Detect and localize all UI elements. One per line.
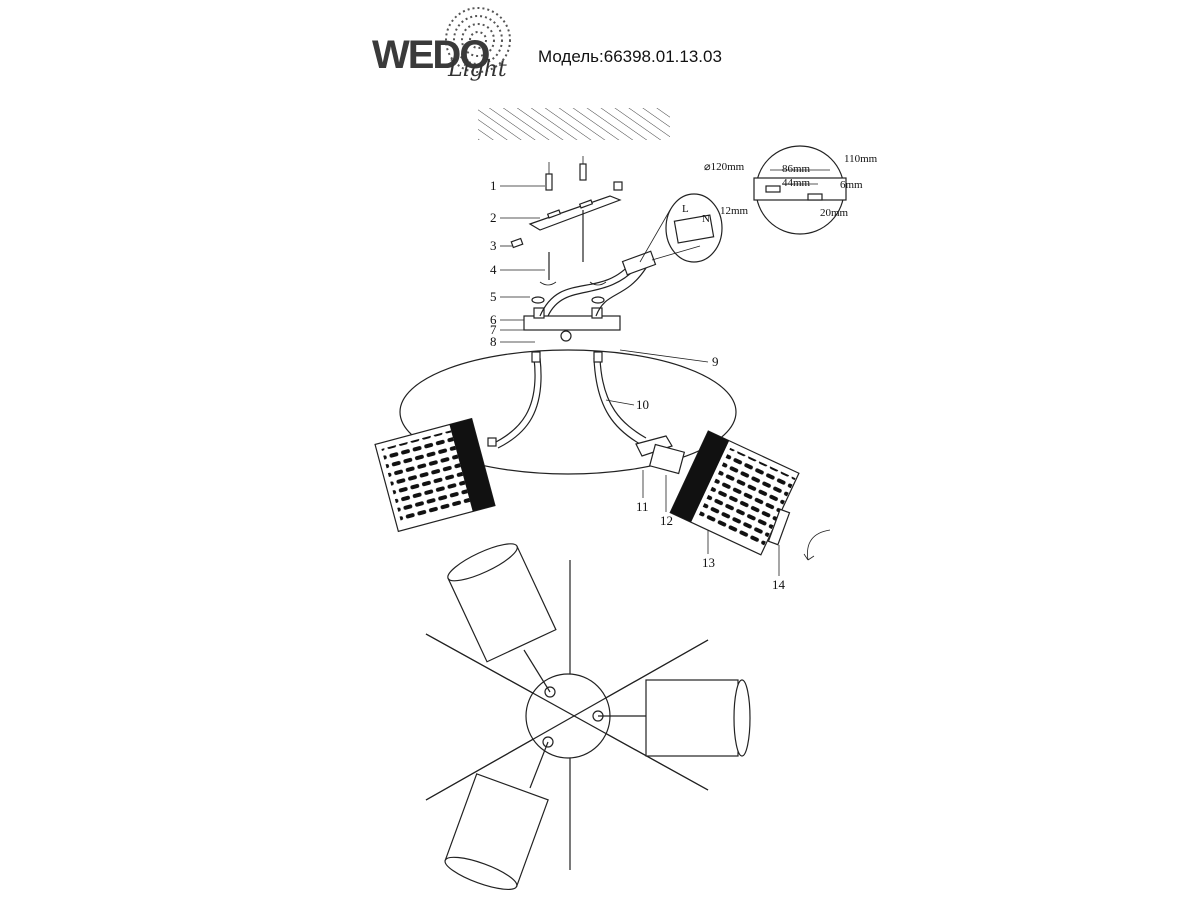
terminal-l-label: L	[682, 203, 689, 215]
model-number: Модель:66398.01.13.03	[538, 47, 722, 66]
dimension-detail: ⌀120mm 86mm 110mm 44mm 6mm 12mm 20mm	[704, 145, 878, 235]
callout-1: 1	[490, 178, 497, 193]
callout-8: 8	[490, 334, 497, 349]
dim-110: 110mm	[844, 153, 878, 165]
dim-44: 44mm	[782, 177, 811, 189]
mounting-hardware	[510, 156, 701, 342]
terminal-detail: L N	[665, 193, 723, 263]
fixture-top-view	[425, 543, 751, 890]
dim-20: 20mm	[820, 207, 849, 219]
callout-10: 10	[636, 397, 649, 412]
bulb-icon	[767, 508, 791, 546]
callout-7: 7	[490, 322, 497, 337]
dim-6: 6mm	[840, 179, 863, 191]
callout-11: 11	[636, 499, 649, 514]
logo-main-text: WEDO	[372, 33, 489, 77]
callout-13: 13	[702, 555, 715, 570]
callout-4: 4	[490, 262, 497, 277]
callout-12: 12	[660, 513, 673, 528]
callout-14: 14	[772, 577, 786, 592]
callout-9: 9	[712, 354, 719, 369]
rotate-arrow-icon	[803, 529, 831, 561]
logo-script-text: Light	[447, 57, 507, 82]
logo-swirl-icon	[445, 7, 511, 73]
callout-6: 6	[490, 312, 497, 327]
ceiling-hatch	[478, 108, 670, 140]
logo: WEDO Light	[372, 7, 511, 82]
callout-5: 5	[490, 289, 497, 304]
callout-2: 2	[490, 210, 497, 225]
callout-group: 1 2 3 4 5 6 7 8 9 10 11 12 13 14	[490, 178, 786, 592]
terminal-n-label: N	[702, 213, 710, 225]
fixture-side-view	[374, 349, 831, 561]
dim-diameter: ⌀120mm	[704, 161, 745, 173]
dim-86: 86mm	[782, 163, 811, 175]
callout-3: 3	[490, 238, 497, 253]
dim-12: 12mm	[720, 205, 749, 217]
